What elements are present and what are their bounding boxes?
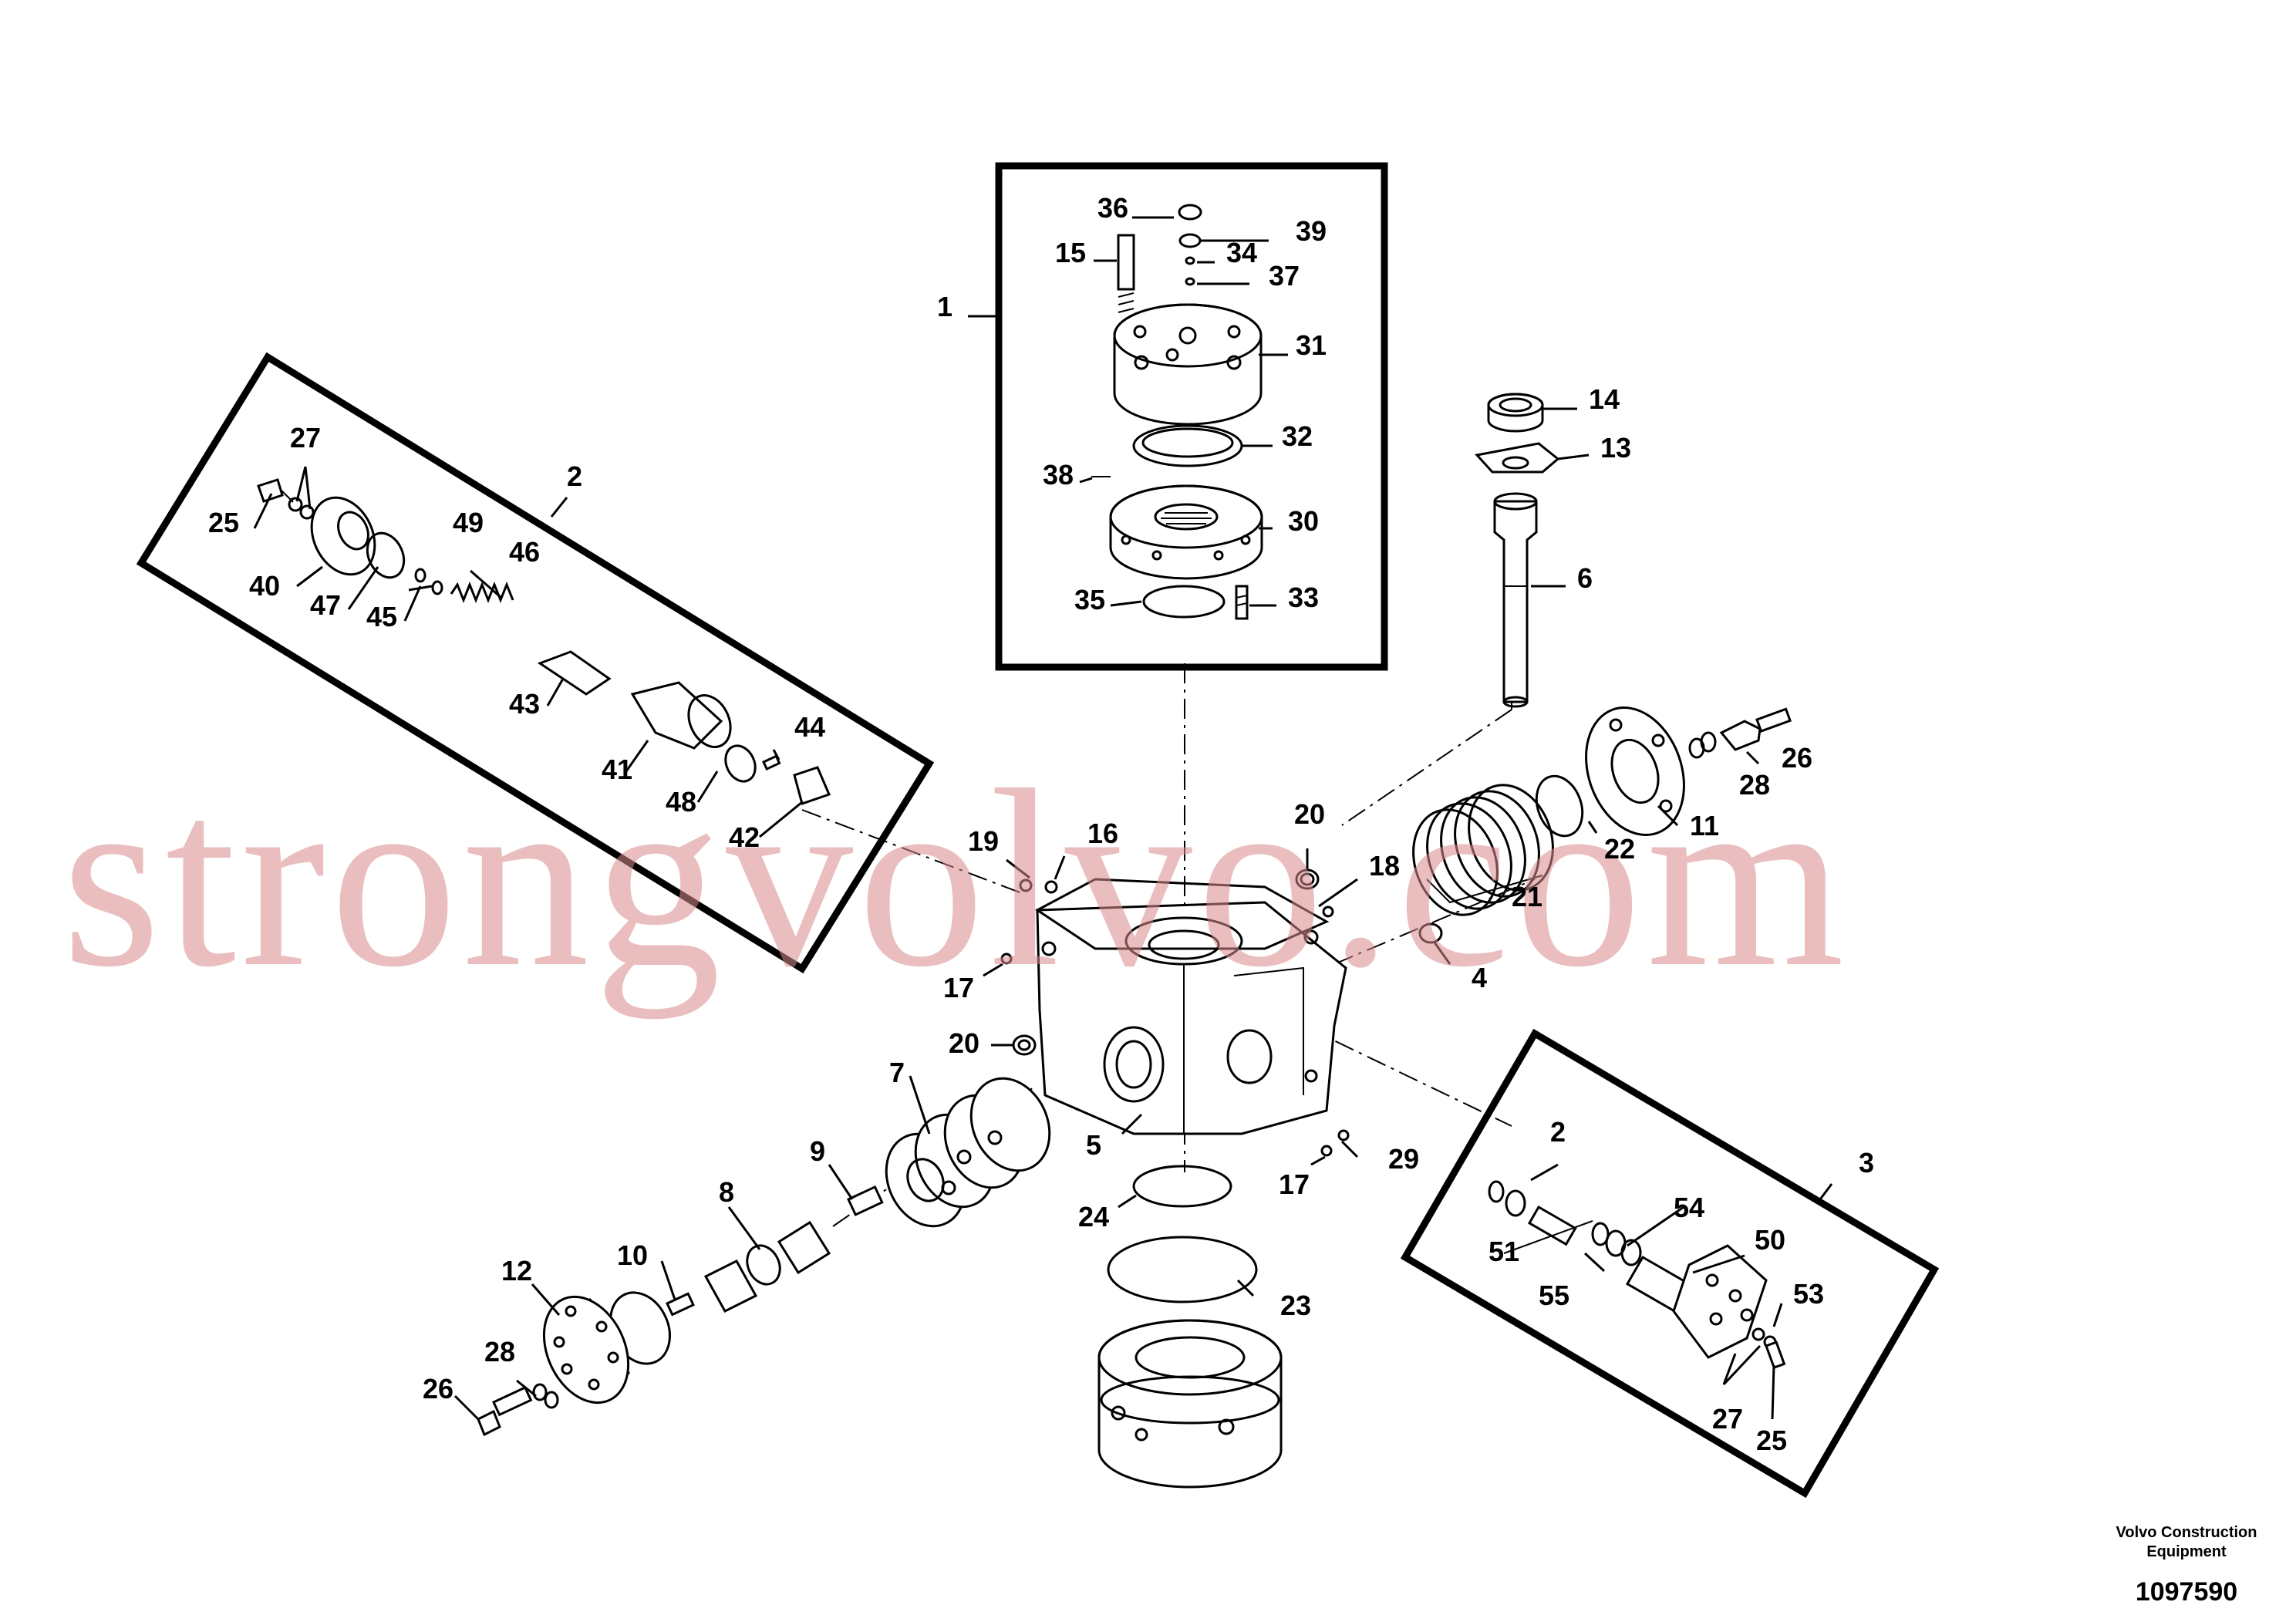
callout-44: 44 bbox=[794, 711, 825, 743]
callout-26: 26 bbox=[1782, 742, 1812, 774]
callout-13: 13 bbox=[1600, 432, 1631, 464]
callout-32: 32 bbox=[1282, 420, 1313, 452]
callout-28: 28 bbox=[484, 1336, 515, 1367]
callout-28: 28 bbox=[1739, 769, 1770, 801]
callout-42: 42 bbox=[729, 821, 760, 853]
company-name-line2: Equipment bbox=[2146, 1543, 2227, 1560]
drawing-number: 1097590 bbox=[2136, 1577, 2237, 1607]
title-block: Volvo Construction Equipment 1097590 bbox=[2116, 1524, 2257, 1607]
callout-17: 17 bbox=[1279, 1168, 1310, 1200]
callout-25: 25 bbox=[208, 507, 239, 538]
bottom-cylinder bbox=[1097, 1165, 1283, 1489]
callout-19: 19 bbox=[968, 825, 999, 857]
callout-35: 35 bbox=[1074, 584, 1105, 615]
lower-left-parts bbox=[477, 1077, 1051, 1437]
callout-39: 39 bbox=[1296, 215, 1327, 247]
group-1-parts bbox=[1091, 204, 1263, 620]
callout-21: 21 bbox=[1512, 881, 1542, 912]
callout-33: 33 bbox=[1288, 582, 1319, 613]
group-frame-1 bbox=[995, 162, 1388, 671]
callout-20: 20 bbox=[949, 1027, 979, 1059]
callout-12: 12 bbox=[501, 1255, 532, 1286]
callout-37: 37 bbox=[1269, 260, 1300, 292]
callout-11: 11 bbox=[1690, 810, 1719, 841]
callout-38: 38 bbox=[1043, 459, 1074, 491]
callout-10: 10 bbox=[617, 1239, 648, 1271]
company-name-line1: Volvo Construction bbox=[2116, 1524, 2257, 1541]
callout-53: 53 bbox=[1793, 1278, 1824, 1310]
callout-4: 4 bbox=[1472, 962, 1487, 993]
valve-housing bbox=[1035, 878, 1347, 1135]
callout-49: 49 bbox=[453, 507, 484, 538]
group-frame-2 bbox=[136, 352, 935, 974]
group-frame-3 bbox=[1400, 1028, 1940, 1499]
callout-9: 9 bbox=[810, 1135, 825, 1167]
callout-2: 2 bbox=[567, 460, 582, 492]
callout-17: 17 bbox=[943, 972, 974, 1003]
callout-29: 29 bbox=[1388, 1143, 1419, 1175]
right-parts bbox=[1412, 706, 1792, 916]
leader-lines bbox=[253, 216, 1833, 1421]
watermark: strongvolvo.com bbox=[62, 738, 1849, 1020]
callout-3: 3 bbox=[1859, 1147, 1874, 1179]
callout-8: 8 bbox=[719, 1176, 734, 1208]
callout-20: 20 bbox=[1294, 798, 1325, 830]
callout-50: 50 bbox=[1755, 1224, 1785, 1256]
callout-22: 22 bbox=[1604, 833, 1635, 865]
callout-47: 47 bbox=[310, 589, 341, 621]
callout-40: 40 bbox=[249, 570, 280, 602]
callout-25: 25 bbox=[1756, 1425, 1787, 1456]
group-3-parts bbox=[1488, 1180, 1786, 1370]
callout-23: 23 bbox=[1280, 1290, 1311, 1321]
fittings bbox=[1000, 868, 1443, 1157]
callout-26: 26 bbox=[423, 1373, 453, 1404]
callout-48: 48 bbox=[666, 786, 696, 818]
callout-6: 6 bbox=[1577, 562, 1593, 594]
callout-14: 14 bbox=[1589, 383, 1620, 415]
callout-24: 24 bbox=[1078, 1201, 1109, 1233]
callout-34: 34 bbox=[1226, 237, 1257, 268]
callout-45: 45 bbox=[366, 601, 397, 632]
callout-54: 54 bbox=[1674, 1192, 1704, 1223]
callout-41: 41 bbox=[602, 754, 632, 785]
callout-36: 36 bbox=[1097, 192, 1128, 224]
callout-16: 16 bbox=[1087, 818, 1118, 849]
callout-2: 2 bbox=[1550, 1116, 1566, 1148]
callout-55: 55 bbox=[1539, 1280, 1569, 1311]
callout-1: 1 bbox=[937, 291, 952, 322]
callout-43: 43 bbox=[509, 688, 540, 720]
callout-7: 7 bbox=[889, 1057, 905, 1088]
callout-15: 15 bbox=[1055, 237, 1086, 268]
stem-assembly bbox=[1475, 393, 1560, 708]
group-2-parts bbox=[257, 478, 831, 805]
callout-5: 5 bbox=[1086, 1129, 1101, 1161]
callout-27: 27 bbox=[290, 422, 321, 454]
callout-51: 51 bbox=[1489, 1236, 1519, 1267]
callout-31: 31 bbox=[1296, 329, 1327, 361]
callout-18: 18 bbox=[1369, 850, 1400, 882]
callout-46: 46 bbox=[509, 536, 540, 568]
callout-30: 30 bbox=[1288, 505, 1319, 537]
callout-27: 27 bbox=[1712, 1403, 1743, 1435]
